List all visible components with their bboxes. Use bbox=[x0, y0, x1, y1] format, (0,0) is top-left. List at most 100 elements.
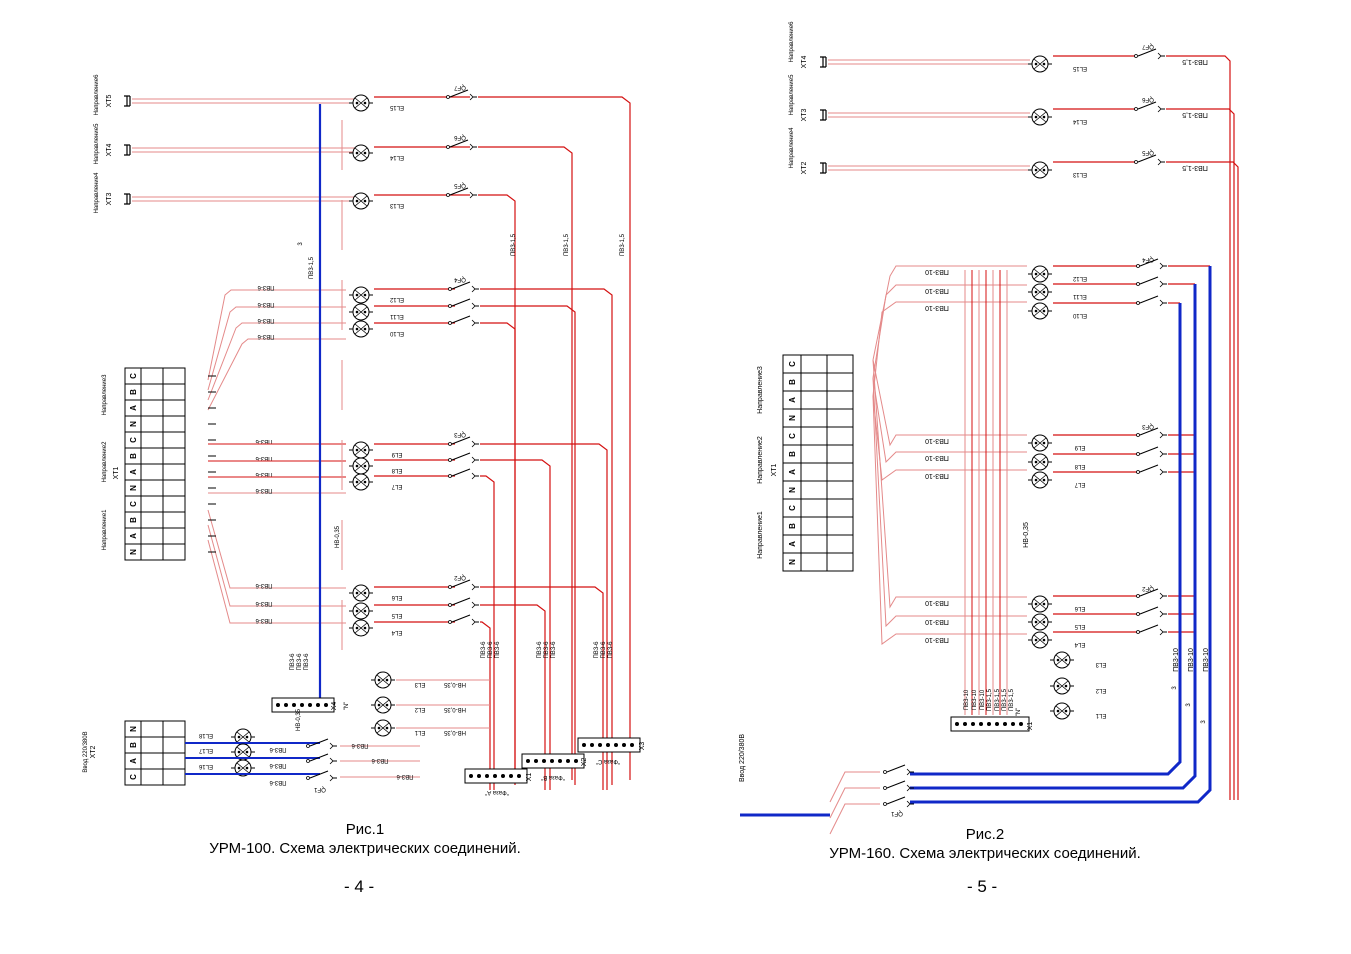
lamp-label: EL7 bbox=[391, 483, 402, 489]
left-caption-number: Рис.1 bbox=[345, 821, 385, 838]
wire bbox=[480, 604, 546, 790]
direction-label: Ввод 220/380В bbox=[739, 734, 746, 782]
lamp-label: EL17 bbox=[198, 747, 213, 753]
right-caption-number: Рис.2 bbox=[965, 826, 1005, 843]
breaker-label: QF5 bbox=[454, 182, 466, 188]
lamp-label: EL13 bbox=[389, 202, 404, 208]
right-caption: Рис.2 УРМ-160. Схема электрических соеди… bbox=[770, 825, 1200, 863]
wire-label: ПВ3-10 bbox=[972, 689, 978, 710]
terminal-label: Х4 bbox=[331, 702, 338, 711]
terminal-cell-label: A bbox=[129, 405, 138, 411]
lamp-label: EL12 bbox=[389, 296, 404, 302]
direction-label: Ввод 220/380В bbox=[83, 731, 89, 772]
direction-label: Направление3 bbox=[757, 366, 764, 414]
lamp-icon bbox=[231, 759, 255, 777]
wire-label: ПВ3-1,5 bbox=[564, 233, 570, 256]
terminal-cell-label: C bbox=[788, 361, 797, 367]
breaker-switch-icon bbox=[448, 436, 479, 448]
wire-label: ПВ3-10 bbox=[925, 454, 949, 461]
breaker-label: QF1 bbox=[314, 786, 326, 792]
terminal-cell-label: A bbox=[788, 397, 797, 403]
wire bbox=[872, 301, 1027, 397]
wire-label: ПВ3-10 bbox=[925, 437, 949, 444]
breaker-switch-icon bbox=[1134, 48, 1165, 60]
breaker-switch-icon bbox=[448, 579, 479, 591]
lamp-label: EL13 bbox=[1072, 171, 1087, 177]
lamp-label: EL11 bbox=[1073, 293, 1087, 299]
x4-terminal-block bbox=[271, 697, 335, 713]
breaker-switch-icon bbox=[448, 281, 479, 293]
direction-label: Направление1 bbox=[757, 511, 764, 559]
breaker-switch-icon bbox=[1136, 276, 1167, 288]
wire-label: ПВ3-10 bbox=[980, 689, 986, 710]
wire-label: ПВ3-1,5 bbox=[987, 688, 993, 711]
lamp-icon bbox=[1050, 651, 1074, 669]
x3-terminal-block bbox=[577, 737, 641, 753]
wire bbox=[207, 322, 346, 401]
breaker-label: QF7 bbox=[1142, 43, 1154, 49]
breaker-label: QF3 bbox=[454, 431, 466, 437]
lamp-icon bbox=[1028, 55, 1052, 73]
breaker-switch-icon bbox=[448, 452, 479, 464]
wire-label: ПВ3-6 bbox=[255, 438, 273, 444]
connector-icon bbox=[124, 144, 131, 156]
wire-label: ПВ3-1,5 bbox=[1009, 688, 1015, 711]
terminal-cell-label: A bbox=[129, 533, 138, 539]
wire-label: ПВ3-6 bbox=[255, 487, 273, 493]
lamp-icon bbox=[349, 286, 373, 304]
lamp-icon bbox=[231, 743, 255, 761]
terminal-cell-label: N bbox=[129, 421, 138, 427]
lamp-icon bbox=[349, 94, 373, 112]
lamp-label: EL2 bbox=[1095, 687, 1106, 693]
lamp-icon bbox=[1028, 613, 1052, 631]
wire bbox=[480, 288, 613, 785]
lamp-icon bbox=[1028, 161, 1052, 179]
lamp-label: EL11 bbox=[390, 313, 404, 319]
terminal-label: Х2 bbox=[581, 758, 588, 767]
wire bbox=[872, 265, 1027, 361]
wire bbox=[829, 771, 880, 803]
wire bbox=[872, 377, 1027, 464]
wire bbox=[480, 459, 551, 790]
direction-label: Направление6 bbox=[94, 74, 100, 115]
lamp-icon bbox=[349, 441, 373, 459]
right-page-number: - 5 - bbox=[967, 877, 998, 896]
wire-label: ПВ3-6 bbox=[269, 779, 287, 785]
lamp-label: EL14 bbox=[389, 154, 404, 160]
wire-label: ПВ3-10 bbox=[925, 472, 949, 479]
lamp-icon bbox=[1028, 471, 1052, 489]
terminal-cell-label: N bbox=[129, 549, 138, 555]
wire bbox=[872, 359, 1027, 609]
terminal-cell-label: N bbox=[129, 726, 138, 732]
wire-label: ПВ3-10 bbox=[925, 599, 949, 606]
wire-label: 3 bbox=[1172, 686, 1178, 690]
breaker-switch-icon bbox=[883, 764, 914, 776]
lamp-icon bbox=[1050, 677, 1074, 695]
breaker-label: QF6 bbox=[1142, 96, 1154, 102]
terminal-cell-label: B bbox=[129, 453, 138, 459]
lamp-icon bbox=[349, 602, 373, 620]
wire-label: ПВ3-6 bbox=[257, 284, 275, 290]
x2-terminal-block bbox=[521, 753, 585, 769]
connector-icon bbox=[820, 109, 827, 121]
lamp-icon bbox=[1028, 108, 1052, 126]
terminal-label: Х1 bbox=[526, 773, 533, 782]
terminal-label: ХТ3 bbox=[801, 108, 808, 121]
direction-label: Направление5 bbox=[789, 74, 795, 115]
wire-label: ПВ3-6 bbox=[544, 641, 550, 659]
direction-label: Направление6 bbox=[789, 21, 795, 62]
wire-label: ПВ3-6 bbox=[255, 471, 273, 477]
wire bbox=[207, 306, 346, 391]
wire bbox=[872, 377, 1027, 628]
wire-label: ПВ3-10 bbox=[925, 287, 949, 294]
wire bbox=[480, 621, 491, 790]
wire-label: ПВ3-6 bbox=[488, 641, 494, 659]
lamp-icon bbox=[1028, 283, 1052, 301]
lamp-label: EL9 bbox=[391, 451, 402, 457]
terminal-cell-label: C bbox=[129, 373, 138, 379]
wire-label: ПВ3-6 bbox=[304, 653, 310, 671]
terminal-label: "N" bbox=[1016, 708, 1022, 717]
breaker-label: QF6 bbox=[454, 134, 466, 140]
direction-label: Направление3 bbox=[102, 374, 108, 415]
